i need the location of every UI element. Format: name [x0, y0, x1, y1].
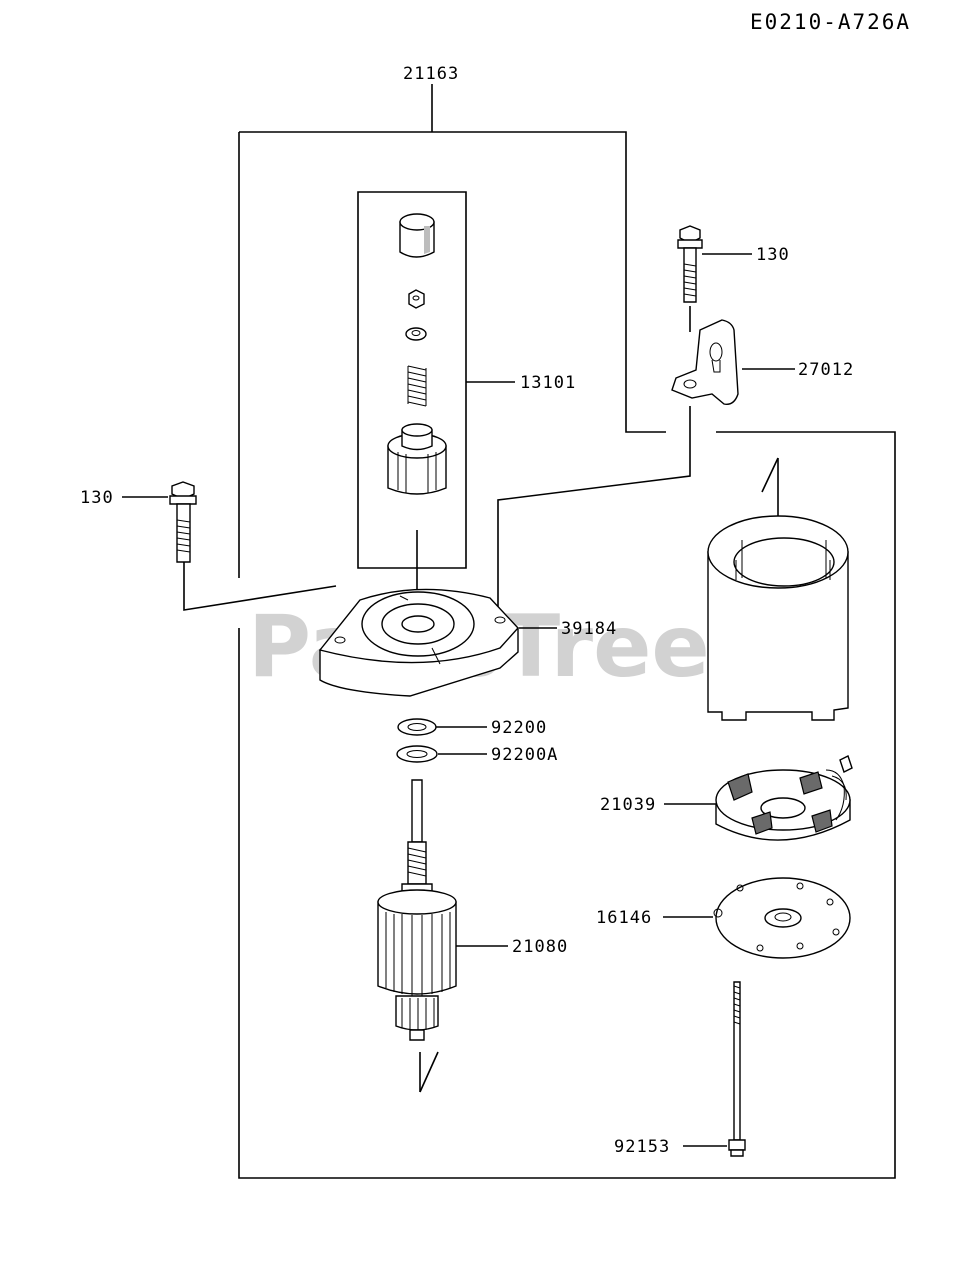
callout-16146: 16146 — [596, 908, 652, 928]
callout-92200A: 92200A — [491, 745, 558, 765]
callout-13101: 13101 — [520, 373, 576, 393]
brush-holder — [715, 755, 853, 841]
pinion-stop-collar — [399, 213, 435, 258]
pinion-set — [387, 213, 447, 495]
callout-27012: 27012 — [798, 360, 854, 380]
pinion-nut — [408, 289, 425, 309]
front-cover — [318, 588, 519, 697]
pinion-subset-frame — [357, 191, 467, 569]
pinion-spring — [407, 365, 427, 407]
callout-39184: 39184 — [561, 619, 617, 639]
callout-21163: 21163 — [403, 64, 459, 84]
callout-21080: 21080 — [512, 937, 568, 957]
callout-130-right: 130 — [756, 245, 790, 265]
callout-21039: 21039 — [600, 795, 656, 815]
diagram-code: E0210-A726A — [750, 10, 911, 34]
assembly-frame — [238, 84, 896, 1179]
rear-plate — [713, 877, 851, 959]
bolt-left — [169, 481, 197, 563]
through-bolt — [728, 981, 746, 1157]
callout-labels: 21163 13101 130 27012 130 39184 92200 92… — [80, 64, 854, 1157]
pinion-washer — [405, 327, 427, 341]
yoke-housing — [707, 515, 849, 721]
pinion-gear — [387, 423, 447, 495]
bolt-right — [677, 225, 703, 303]
callout-130-left: 130 — [80, 488, 114, 508]
callout-92200: 92200 — [491, 718, 547, 738]
callout-92153: 92153 — [614, 1137, 670, 1157]
armature — [377, 779, 457, 1041]
washers — [396, 718, 438, 763]
bracket — [671, 319, 739, 405]
